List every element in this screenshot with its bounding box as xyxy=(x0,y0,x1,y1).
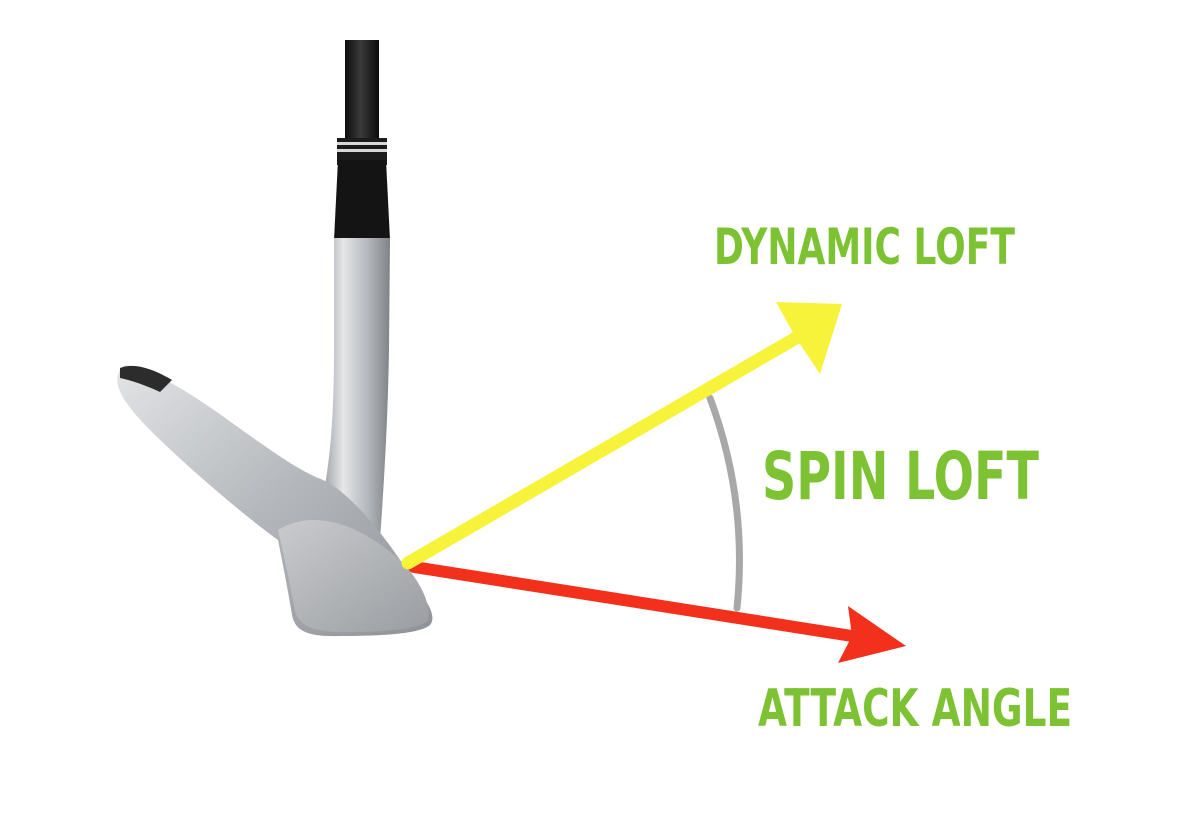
club-face xyxy=(278,520,429,632)
golf-wedge-icon xyxy=(117,40,433,637)
ferrule-stripe xyxy=(337,149,387,152)
attack-angle-label: ATTACK ANGLE xyxy=(758,679,1073,739)
club-toe-edge xyxy=(120,365,172,392)
club-grip-collar xyxy=(334,160,390,240)
dynamic-loft-label: DYNAMIC LOFT xyxy=(714,218,1015,276)
spin-loft-arc xyxy=(706,394,743,612)
spin-loft-label: SPIN LOFT xyxy=(762,438,1039,515)
ferrule-stripe xyxy=(337,142,387,145)
club-hosel xyxy=(318,238,390,540)
attack-angle-arrow xyxy=(408,561,906,663)
dynamic-loft-arrow xyxy=(401,302,842,570)
